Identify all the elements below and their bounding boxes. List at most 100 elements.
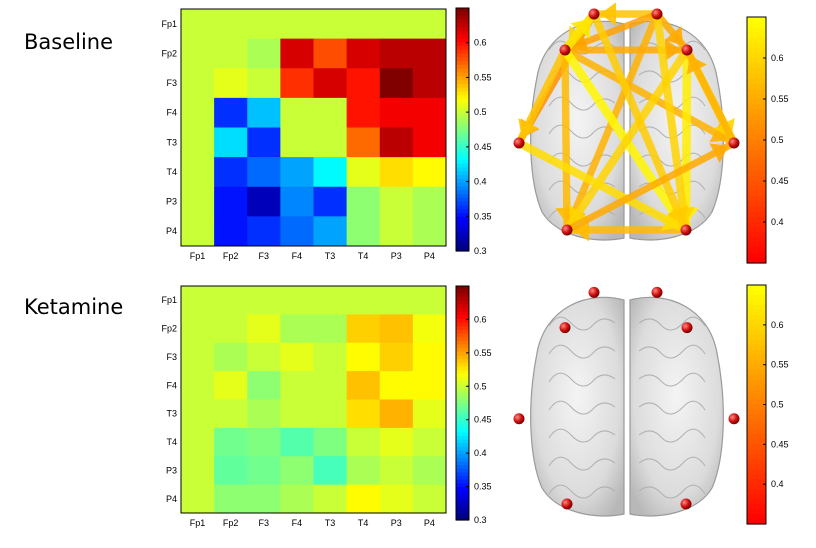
heatmap-cell — [346, 9, 381, 40]
colorbar-segment — [456, 53, 469, 58]
colorbar-segment — [456, 118, 469, 123]
colorbar-segment — [456, 159, 469, 165]
colorbar-segment — [747, 104, 766, 110]
heatmap-cell — [313, 484, 348, 514]
heatmap-frame — [180, 8, 447, 247]
edge-arrowhead — [709, 143, 729, 163]
colorbar-segment — [747, 257, 766, 264]
colorbar-segment — [747, 37, 766, 44]
heatmap-cell — [214, 38, 248, 69]
colorbar-segment — [747, 459, 766, 465]
colorbar-segment — [456, 235, 469, 241]
heatmap-cell — [247, 314, 281, 344]
heatmap-cell — [346, 286, 381, 315]
colorbar-segment — [456, 296, 469, 302]
colorbar-frame — [455, 285, 470, 521]
x-tick-label: F3 — [259, 251, 270, 261]
x-tick-label: F4 — [292, 251, 303, 261]
heatmap-cell — [313, 427, 348, 457]
left-hemisphere — [530, 296, 625, 517]
colorbar-segment — [747, 504, 766, 510]
x-tick-label: P4 — [424, 518, 435, 528]
colorbar-tick-label: 0.4 — [771, 217, 784, 227]
colorbar-tick-label: 0.4 — [474, 177, 487, 187]
colorbar-segment — [747, 124, 766, 131]
colorbar-segment — [747, 499, 766, 505]
colorbar-segment — [456, 83, 469, 89]
colorbar-segment — [747, 58, 766, 64]
electrode-node — [728, 413, 740, 425]
heatmap-cell — [247, 371, 281, 400]
colorbar-segment — [456, 399, 469, 404]
colorbar-segment — [456, 125, 469, 131]
colorbar-segment — [747, 424, 766, 430]
colorbar-segment — [456, 435, 469, 441]
heatmap-cell — [214, 286, 248, 315]
connection-edge — [653, 10, 690, 234]
colorbar-segment — [747, 165, 766, 172]
colorbar-segment — [456, 395, 469, 400]
heatmap-cell — [379, 286, 414, 315]
heatmap-cell — [379, 314, 414, 344]
heatmap-cell — [280, 68, 314, 99]
colorbar-segment — [456, 106, 469, 112]
gyrus-line — [548, 316, 616, 331]
colorbar-segment — [456, 232, 469, 237]
colorbar-segment — [456, 351, 469, 357]
colorbar-segment — [747, 444, 766, 450]
connection-edge — [563, 139, 738, 234]
heatmap-cell — [379, 371, 414, 400]
colorbar-segment — [747, 299, 766, 306]
colorbar-segment — [747, 119, 766, 126]
colorbar-segment — [456, 42, 469, 47]
colorbar-segment — [747, 145, 766, 151]
electrode-node — [680, 224, 692, 236]
colorbar-tick-label: 0.3 — [474, 246, 487, 256]
heatmap-cell — [247, 127, 281, 158]
heatmap-cell — [280, 157, 314, 188]
heatmap-cell — [313, 216, 348, 247]
colorbar-segment — [747, 206, 766, 213]
colorbar-segment — [456, 209, 469, 214]
heatmap-cell — [379, 186, 414, 217]
colorbar-segment — [747, 114, 766, 121]
colorbar-segment — [747, 449, 766, 455]
colorbar-segment — [747, 140, 766, 146]
connection-edge — [561, 46, 738, 147]
colorbar-segment — [747, 27, 766, 33]
colorbar-segment — [747, 484, 766, 490]
y-tick-label: T4 — [166, 437, 177, 447]
colorbar-segment — [747, 134, 766, 141]
edge-arrowhead — [664, 26, 684, 46]
colorbar-segment — [747, 227, 766, 233]
colorbar-segment — [456, 80, 469, 85]
colorbar-segment — [456, 315, 469, 320]
heatmap-cell — [313, 9, 348, 40]
heatmap-cell — [280, 286, 314, 315]
heatmap-cell — [379, 342, 414, 372]
x-tick-label: Fp1 — [190, 251, 206, 261]
colorbar-segment — [747, 201, 766, 208]
heatmap-cell — [412, 371, 447, 400]
colorbar-segment — [747, 42, 766, 49]
colorbar-segment — [456, 11, 469, 17]
gyrus-line — [548, 124, 616, 139]
heatmap-cell — [214, 127, 248, 158]
colorbar-segment — [456, 213, 469, 218]
heatmap-cell — [181, 456, 215, 486]
heatmap-cell — [379, 68, 414, 99]
edge-arrowhead — [709, 122, 729, 143]
colorbar-segment — [456, 216, 469, 222]
colorbar-segment — [456, 318, 469, 324]
colorbar-segment — [456, 95, 469, 100]
heatmap-cell — [313, 314, 348, 344]
colorbar-segment — [456, 457, 469, 463]
heatmap-cell — [214, 157, 248, 188]
colorbar-segment — [456, 121, 469, 127]
heatmap-cell — [346, 399, 381, 429]
colorbar-tick-label: 0.6 — [474, 38, 487, 48]
colorbar-segment — [747, 47, 766, 54]
colorbar-tick-label: 0.6 — [771, 53, 784, 63]
heatmap-cell — [280, 186, 314, 217]
heatmap-cell — [181, 127, 215, 158]
